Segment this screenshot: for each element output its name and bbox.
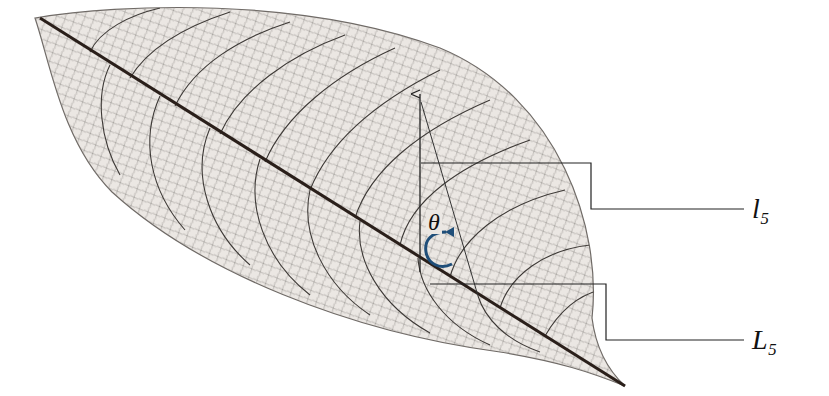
part-label: L₅ <box>752 326 777 354</box>
angle-label: θ <box>426 210 442 234</box>
part-label: l₅ <box>752 195 770 223</box>
